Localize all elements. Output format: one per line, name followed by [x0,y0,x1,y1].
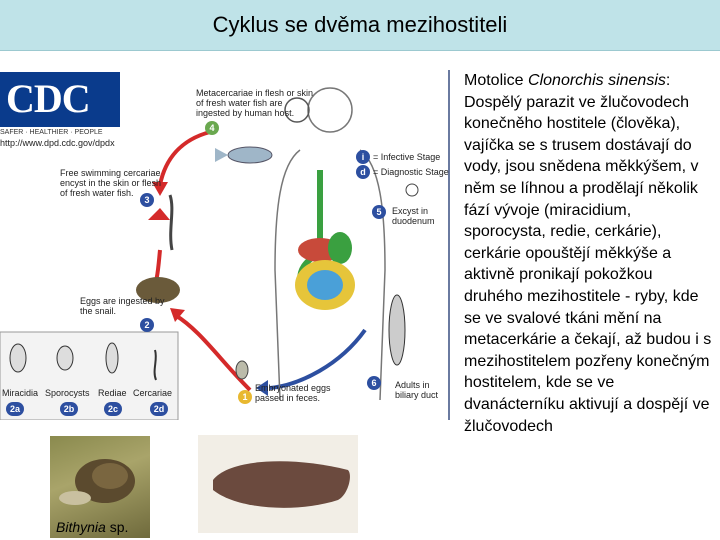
badge-2d: 2d [150,402,168,416]
label-stage4: Metacercariae in flesh or skin of fresh … [196,88,314,118]
badge-2b: 2b [60,402,78,416]
snail-caption: Bithynia sp. [56,519,128,535]
substage-cercariae: Cercariae [133,388,173,398]
title-bar: Cyklus se dvěma mezihostiteli [0,0,720,51]
page-title: Cyklus se dvěma mezihostiteli [212,12,508,37]
cercaria-small [153,349,157,381]
metacercaria-circle [284,97,310,123]
description-prefix: Motolice [464,72,529,89]
fish [227,146,273,164]
cdc-logo: CDC [0,72,120,127]
fish-tail [215,148,228,162]
cdc-url: http://www.dpd.cdc.gov/dpdx [0,138,115,148]
description-body: : Dospělý parazit ve žlučovodech konečně… [464,72,712,435]
excyst-circle [405,183,419,197]
badge-stage2: 2 [140,318,154,332]
badge-stage3: 3 [140,193,154,207]
legend-infective: i = Infective Stage [356,150,440,164]
badge-stage6: 6 [367,376,381,390]
cercaria [168,194,174,251]
snail-suffix: sp. [105,519,129,535]
substage-rediae: Rediae [98,388,127,398]
sporocyst [56,345,74,371]
label-stage1: Embryonated eggs passed in feces. [255,383,331,403]
legend-diagnostic-text: = Diagnostic Stage [373,167,449,177]
description-species: Clonorchis sinensis [528,72,666,89]
legend-diagnostic: d = Diagnostic Stage [356,165,449,179]
arrow-head-3 [170,308,185,322]
egg [235,360,249,380]
arrow-bottom [173,313,252,392]
intestine-small [307,270,343,300]
right-bar [448,70,450,420]
badge-stage1: 1 [238,390,252,404]
badge-2c: 2c [104,402,122,416]
snail-photo [50,436,150,538]
arrow-head-2 [148,208,170,220]
badge-infective: i [356,150,370,164]
arrow-blue [269,328,367,390]
stomach [328,232,352,264]
miracidium [9,343,27,373]
substage-sporocysts: Sporocysts [45,388,90,398]
cdc-logo-text: CDC [6,76,91,121]
badge-stage5: 5 [372,205,386,219]
life-cycle-diagram [0,70,450,420]
description-text: Motolice Clonorchis sinensis: Dospělý pa… [464,70,714,437]
label-stage2: Eggs are ingested by the snail. [80,296,165,316]
redia [105,342,119,374]
snail-photo-art [59,459,135,505]
legend-infective-text: = Infective Stage [373,152,441,162]
snail [136,277,180,303]
fluke-photo [198,435,358,533]
label-stage6: Adults in biliary duct [395,380,439,400]
cdc-tagline: SAFER · HEALTHIER · PEOPLE [0,129,103,136]
substage-box [0,331,179,420]
arrow-head-1 [152,182,168,196]
arrow-top-left [158,130,211,186]
badge-diagnostic: d [356,165,370,179]
adult-fluke [388,294,406,366]
label-stage5: Excyst in duodenum [392,206,435,226]
fluke-photo-art [213,461,350,508]
substage-miracidia: Miracidia [2,388,39,398]
badge-2a: 2a [6,402,24,416]
badge-stage4: 4 [205,121,219,135]
snail-genus: Bithynia [56,519,106,535]
arrow-head-blue [256,380,268,396]
label-stage3: Free swimming cercariae encyst in the sk… [60,168,162,198]
